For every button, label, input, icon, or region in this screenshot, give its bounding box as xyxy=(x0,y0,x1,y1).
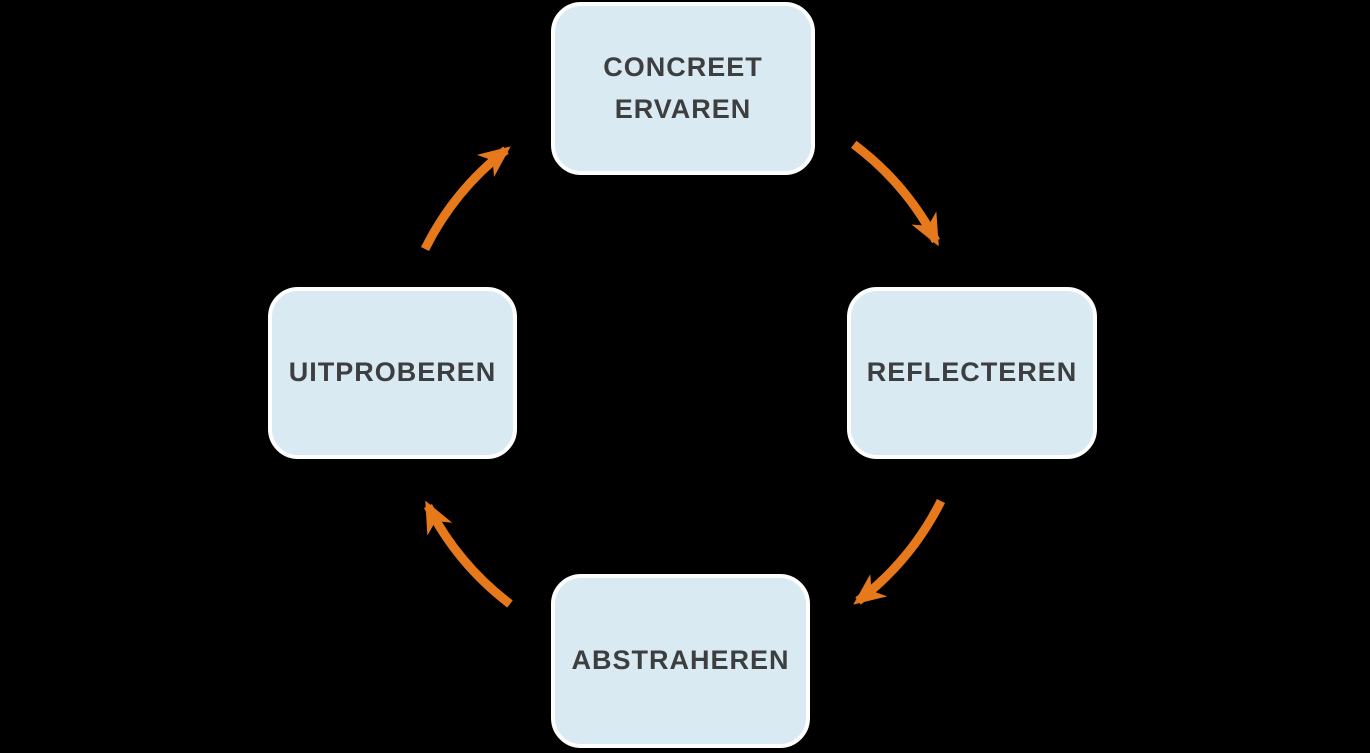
node-uitproberen: UITPROBEREN xyxy=(268,287,517,459)
node-label-line: ERVAREN xyxy=(614,93,752,124)
node-label-line: ABSTRAHEREN xyxy=(571,645,790,676)
node-label-line: CONCREET xyxy=(603,51,763,82)
arrow-right-to-bottom xyxy=(853,498,946,605)
node-reflecteren: REFLECTEREN xyxy=(847,287,1097,459)
node-abstraheren: ABSTRAHEREN xyxy=(551,574,810,748)
node-concreet-ervaren: CONCREET ERVAREN xyxy=(551,2,815,175)
arrow-top-to-right xyxy=(851,140,940,247)
arrow-left-to-top xyxy=(420,146,511,252)
arrow-bottom-to-left xyxy=(423,500,513,608)
node-label-line: REFLECTEREN xyxy=(866,357,1078,388)
node-label-line: UITPROBEREN xyxy=(288,357,497,388)
